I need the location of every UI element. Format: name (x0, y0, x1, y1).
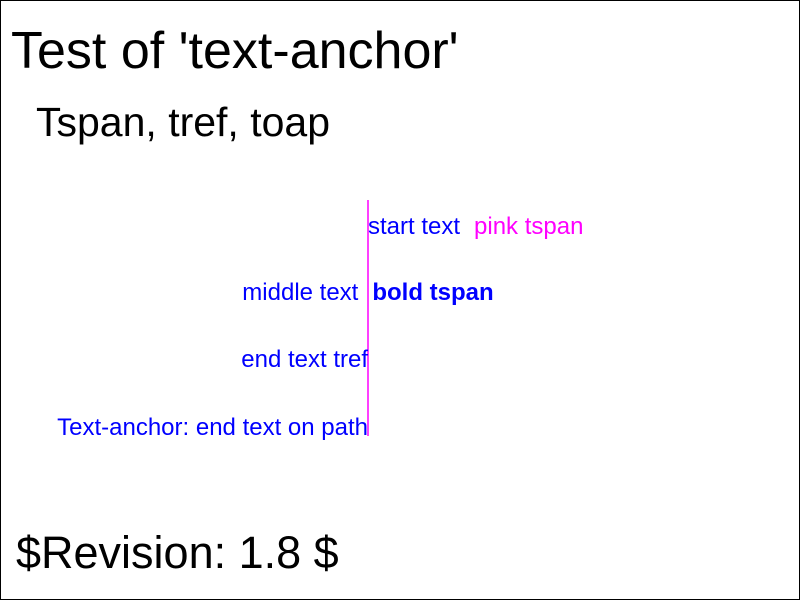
end-anchor-path-text: Text-anchor: end text on path (57, 414, 368, 441)
bold-tspan: bold tspan (372, 279, 493, 306)
middle-anchor-text: middle text bold tspan (242, 279, 493, 306)
revision-label: $Revision: 1.8 $ (16, 527, 339, 578)
page-title: Test of 'text-anchor' (11, 22, 459, 80)
end-anchor-tref-text: end text tref (241, 346, 368, 373)
start-text-span: start text (368, 213, 460, 240)
page-subtitle: Tspan, tref, toap (36, 99, 330, 145)
start-anchor-text: start text pink tspan (368, 213, 583, 240)
pink-tspan: pink tspan (474, 213, 583, 240)
middle-text-span: middle text (242, 279, 358, 306)
